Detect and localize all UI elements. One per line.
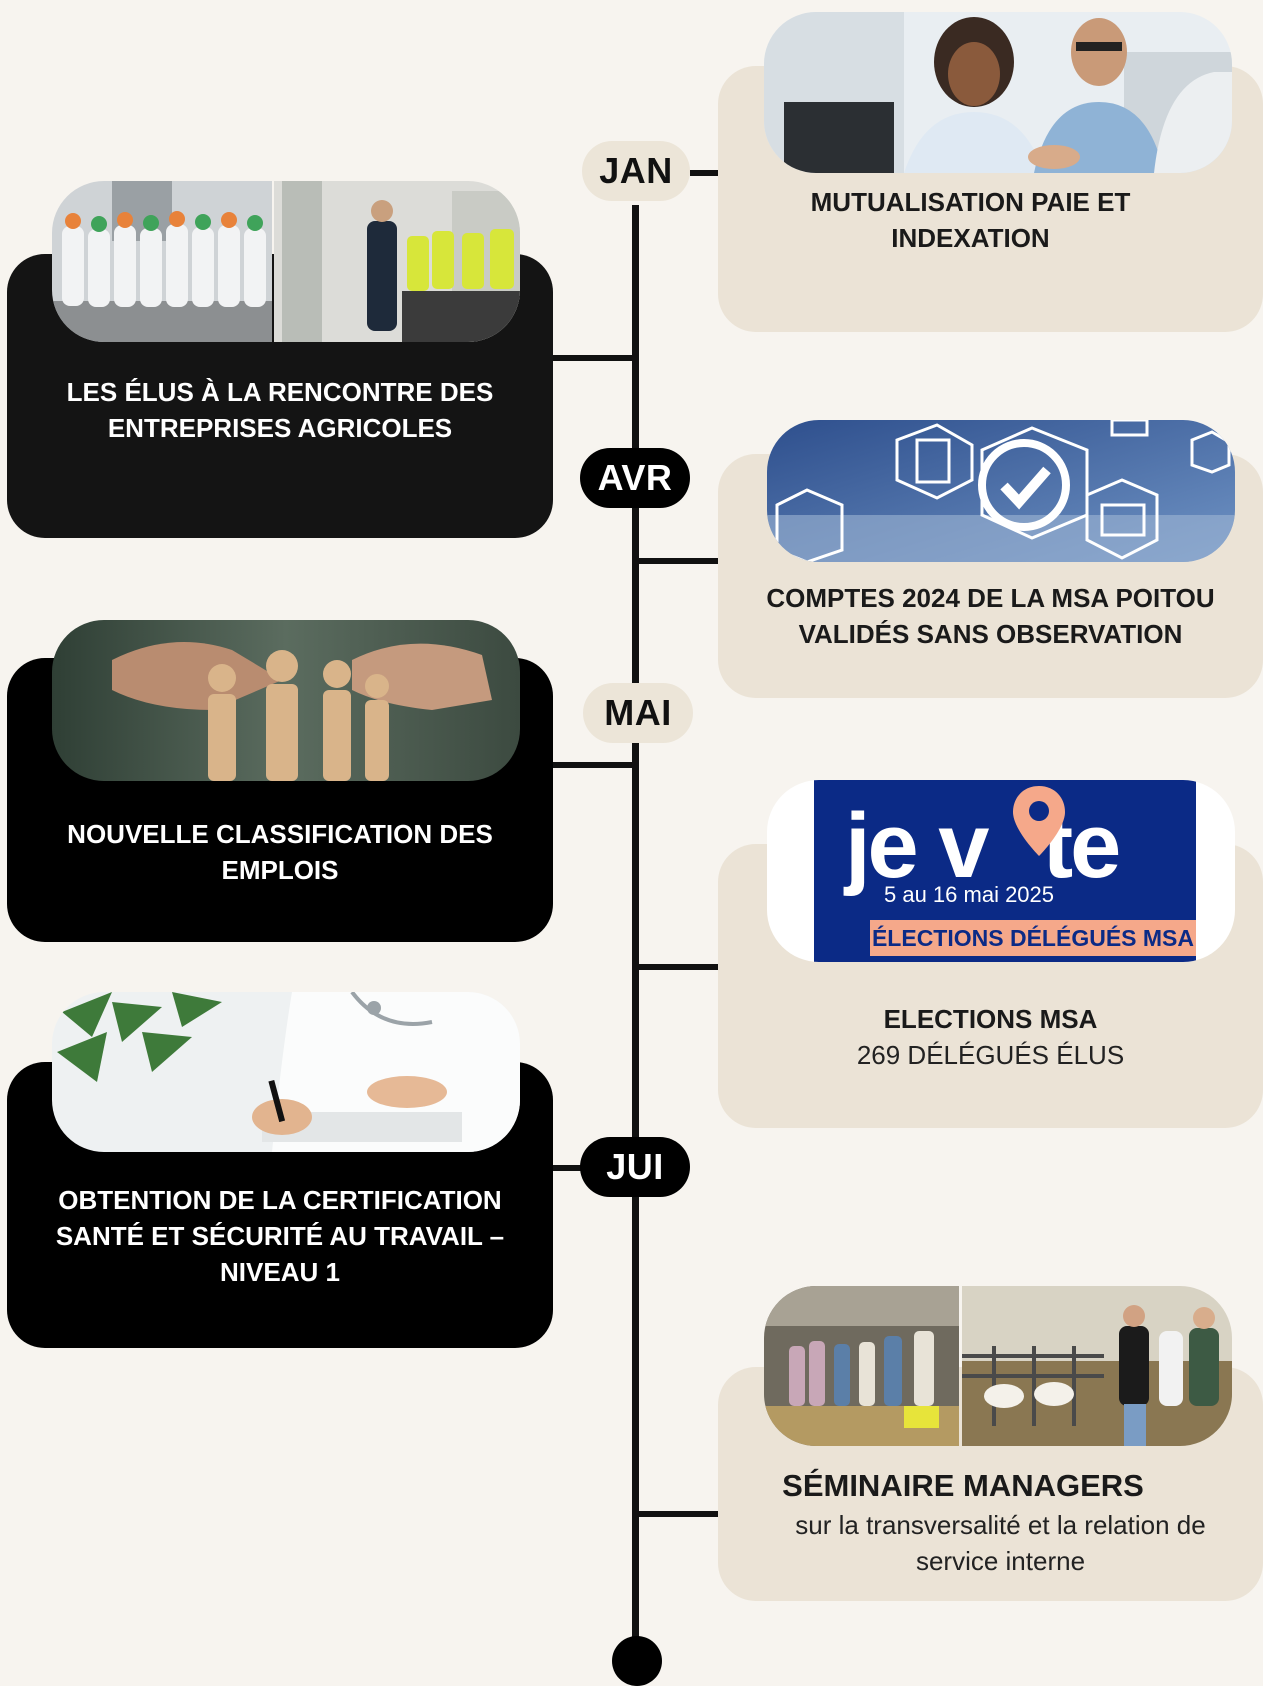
photo-wooden-family: [52, 620, 520, 781]
photo-farm-visit: [52, 181, 520, 342]
event-title: MUTUALISATION PAIE ET INDEXATION: [810, 187, 1131, 253]
event-subtitle: sur la transversalité et la relation de …: [795, 1510, 1206, 1576]
photo-doctor-consultation: [52, 992, 520, 1152]
month-avr: AVR: [580, 448, 690, 508]
timeline-connector-2: [635, 558, 720, 564]
timeline-end-dot: [612, 1636, 662, 1686]
vote-dates: 5 au 16 mai 2025: [884, 882, 1055, 907]
photo-farm-seminar: [764, 1286, 1232, 1446]
event-title: SÉMINAIRE MANAGERS: [782, 1468, 1144, 1503]
vote-banner: ÉLECTIONS DÉLÉGUÉS MSA: [870, 920, 1196, 956]
event-title: NOUVELLE CLASSIFICATION DES EMPLOIS: [67, 819, 493, 885]
month-mai: MAI: [583, 683, 693, 743]
timeline-connector-4: [635, 964, 720, 970]
timeline-connector-1: [553, 355, 638, 361]
event-title: LES ÉLUS À LA RENCONTRE DES ENTREPRISES …: [66, 377, 494, 443]
timeline-connector-jan: [690, 170, 720, 176]
photo-digital-validation: [767, 420, 1235, 562]
photo-business-handshake: [764, 12, 1232, 173]
event-subtitle: 269 DÉLÉGUÉS ÉLUS: [856, 1040, 1125, 1070]
month-jan: JAN: [582, 141, 690, 201]
event-title: ELECTIONS MSA: [883, 1004, 1098, 1034]
event-title: COMPTES 2024 DE LA MSA POITOU VALIDÉS SA…: [766, 583, 1215, 649]
timeline-line: [632, 205, 639, 1660]
month-jui: JUI: [580, 1137, 690, 1197]
event-title: OBTENTION DE LA CERTIFICATION SANTÉ ET S…: [55, 1185, 505, 1287]
location-pin-icon: [1010, 784, 1068, 858]
timeline-connector-3: [553, 762, 638, 768]
vote-headline-part-a: je v: [845, 795, 989, 897]
timeline-connector-6: [635, 1511, 720, 1517]
